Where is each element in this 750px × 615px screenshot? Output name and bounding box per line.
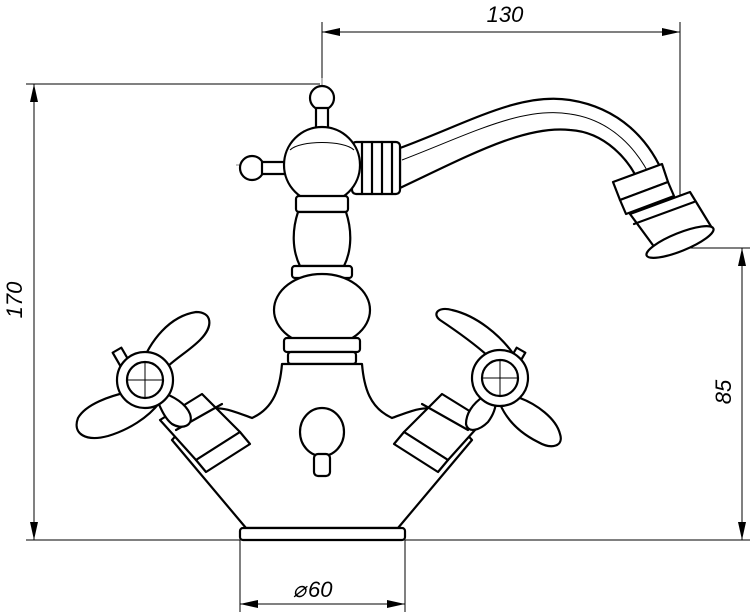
dimension-label-130: 130 bbox=[487, 2, 524, 27]
dimension-label-60: 60 bbox=[308, 577, 333, 602]
dimension-label-170: 170 bbox=[2, 281, 27, 318]
faucet-body bbox=[272, 194, 372, 366]
faucet-base-body bbox=[170, 362, 474, 542]
top-lever bbox=[238, 84, 362, 205]
dimension-lines bbox=[26, 22, 750, 612]
diameter-symbol: ⌀ bbox=[293, 577, 309, 602]
spout-nozzle bbox=[611, 162, 715, 259]
spout bbox=[350, 97, 715, 259]
right-cross-handle bbox=[435, 307, 562, 448]
dimension-label-85: 85 bbox=[711, 379, 736, 404]
right-valve bbox=[392, 392, 486, 474]
dimension-labels: 130 170 85 ⌀ 60 bbox=[2, 2, 736, 602]
left-cross-handle bbox=[75, 310, 211, 440]
